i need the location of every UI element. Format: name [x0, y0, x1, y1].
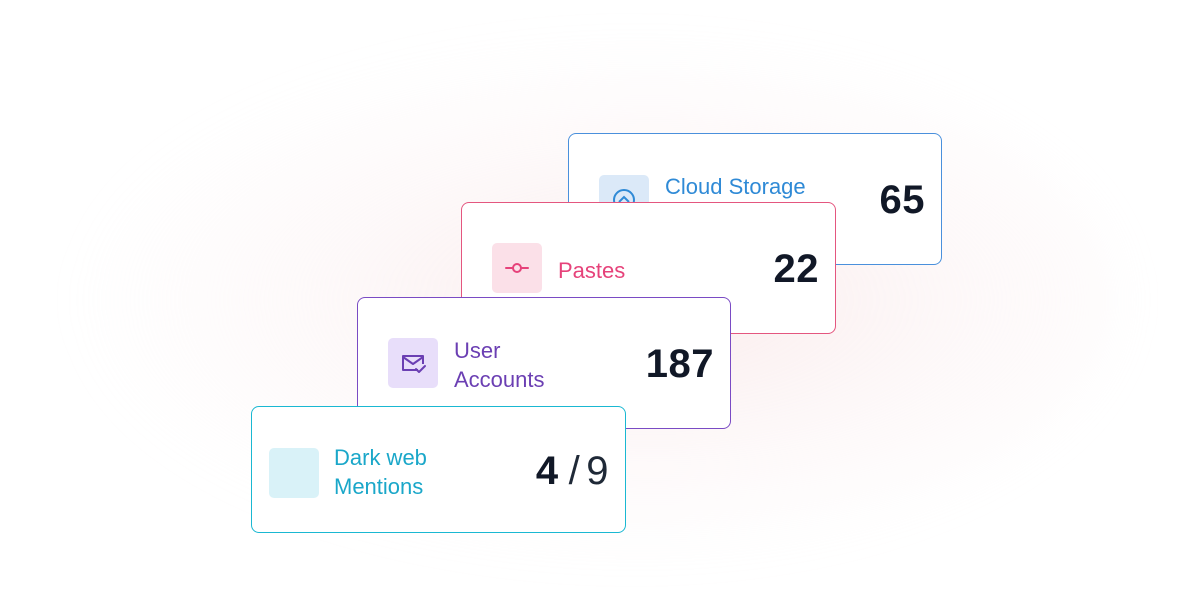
card-label: Dark web Mentions — [334, 443, 427, 501]
card-label: Cloud Storage — [665, 174, 806, 199]
value-total: 9 — [586, 449, 609, 493]
mail-check-icon — [388, 338, 438, 388]
card-value: 65 — [879, 178, 925, 222]
link-icon — [492, 243, 542, 293]
card-label-line2: Accounts — [454, 367, 545, 392]
card-value: 4/9 — [536, 449, 609, 494]
icon-placeholder — [269, 448, 319, 498]
card-label: User Accounts — [454, 336, 545, 394]
value-count: 4 — [535, 449, 559, 493]
card-dark-web-mentions[interactable]: Dark web Mentions 4/9 — [251, 406, 626, 533]
card-value: 22 — [773, 247, 819, 291]
card-label-line1: Dark web — [334, 445, 427, 470]
card-label: Pastes — [558, 258, 626, 283]
card-label-line2: Mentions — [334, 474, 424, 499]
value-separator: / — [568, 449, 581, 493]
card-label-line1: User — [454, 338, 501, 363]
card-value: 187 — [645, 342, 714, 386]
